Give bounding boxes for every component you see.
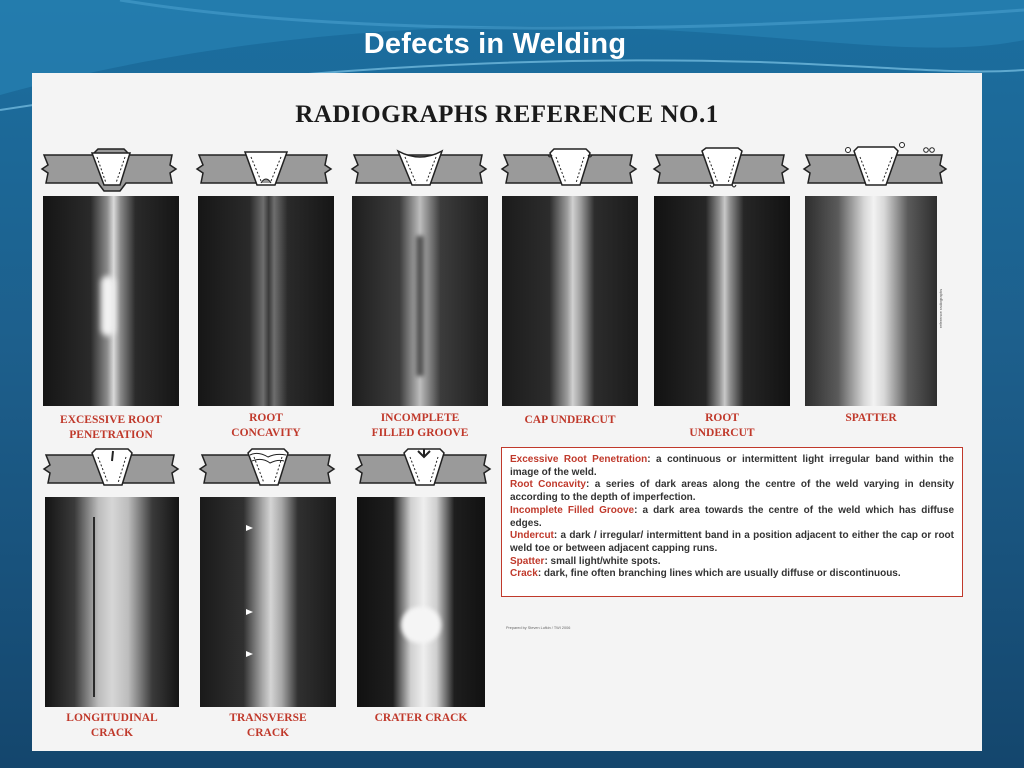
- caption-crater-crack: CRATER CRACK: [357, 711, 485, 726]
- arrow-marker-icon: [246, 525, 253, 531]
- definition-term: Crack: [510, 568, 538, 580]
- caption-line: CRATER CRACK: [374, 712, 468, 724]
- cap-undercut-radiograph: [502, 196, 638, 406]
- slide-title: Defects in Welding: [363, 28, 627, 60]
- definition-term: Excessive Root Penetration: [510, 454, 648, 465]
- transverse-crack-radiograph: [200, 497, 336, 707]
- transverse-crack-diagram: [198, 448, 336, 486]
- caption-line: UNDERCUT: [689, 427, 755, 439]
- definition-term: Root Concavity: [510, 479, 586, 491]
- cap-undercut-diagram: [500, 148, 638, 186]
- longitudinal-crack-radiograph: [45, 497, 179, 707]
- caption-line: EXCESSIVE ROOT: [60, 414, 162, 426]
- caption-root-concavity: ROOT CONCAVITY: [198, 411, 334, 441]
- caption-line: ROOT: [249, 412, 283, 424]
- crater-crack-diagram: [354, 448, 492, 486]
- caption-line: TRANSVERSE: [229, 712, 307, 724]
- caption-incomplete-filled-groove: INCOMPLETE FILLED GROOVE: [352, 411, 488, 441]
- definition-text: : a continuous or intermittent light irr…: [510, 454, 954, 478]
- root-concavity-radiograph: [198, 196, 334, 406]
- definition-root-concavity: Root Concavity: a series of dark areas a…: [510, 479, 954, 504]
- definition-undercut: Undercut: a dark / irregular/ intermitte…: [510, 530, 954, 555]
- longitudinal-crack-diagram: [42, 448, 180, 486]
- caption-cap-undercut: CAP UNDERCUT: [502, 413, 638, 428]
- caption-transverse-crack: TRANSVERSE CRACK: [200, 711, 336, 741]
- caption-root-undercut: ROOT UNDERCUT: [654, 411, 790, 441]
- root-undercut-radiograph: [654, 196, 790, 406]
- spatter-diagram: [802, 142, 948, 186]
- arrow-marker-icon: [246, 609, 253, 615]
- caption-line: LONGITUDINAL: [66, 712, 158, 724]
- caption-line: INCOMPLETE: [380, 412, 460, 424]
- definitions-box: Excessive Root Penetration: a continuous…: [501, 447, 963, 597]
- definition-text: : a dark area towards the centre of the …: [510, 504, 955, 529]
- definition-term: Undercut: [510, 530, 554, 542]
- arrow-marker-icon: [246, 651, 253, 657]
- caption-longitudinal-crack: LONGITUDINAL CRACK: [45, 711, 179, 741]
- side-note: reference radiographs: [938, 288, 943, 328]
- reference-panel: RADIOGRAPHS REFERENCE NO.1: [32, 73, 982, 751]
- definition-text: : a series of dark areas along the centr…: [510, 479, 955, 504]
- caption-line: CONCAVITY: [231, 427, 301, 439]
- definition-spatter: Spatter: small light/white spots.: [510, 556, 954, 569]
- reference-heading: RADIOGRAPHS REFERENCE NO.1: [295, 101, 719, 128]
- credit-text: Prepared by Steven Lufkin / TWI 2006: [506, 626, 571, 630]
- definition-term: Incomplete Filled Groove: [510, 504, 635, 516]
- definition-term: Spatter: [510, 555, 545, 567]
- excessive-root-penetration-radiograph: [43, 196, 179, 406]
- definition-text: : small light/white spots.: [544, 555, 661, 567]
- definition-text: : a dark / irregular/ intermittent band …: [510, 530, 954, 554]
- definition-text: : dark, fine often branching lines which…: [537, 568, 901, 580]
- caption-line: CRACK: [246, 727, 290, 739]
- definition-excessive-root-penetration: Excessive Root Penetration: a continuous…: [510, 454, 954, 479]
- definition-crack: Crack: dark, fine often branching lines …: [510, 568, 954, 581]
- caption-line: PENETRATION: [69, 429, 153, 441]
- caption-line: SPATTER: [845, 412, 897, 424]
- incomplete-filled-groove-diagram: [350, 149, 488, 186]
- definition-incomplete-filled-groove: Incomplete Filled Groove: a dark area to…: [510, 505, 954, 530]
- incomplete-filled-groove-radiograph: [352, 196, 488, 406]
- root-concavity-diagram: [195, 151, 333, 186]
- root-undercut-diagram: [652, 147, 790, 188]
- caption-line: CAP UNDERCUT: [524, 414, 616, 426]
- caption-line: CRACK: [90, 727, 134, 739]
- caption-spatter: SPATTER: [805, 411, 937, 426]
- spatter-radiograph: [805, 196, 937, 406]
- excessive-root-penetration-diagram: [40, 148, 178, 192]
- caption-line: FILLED GROOVE: [371, 427, 469, 439]
- caption-excessive-root-penetration: EXCESSIVE ROOT PENETRATION: [43, 413, 179, 443]
- crater-crack-radiograph: [357, 497, 485, 707]
- caption-line: ROOT: [705, 412, 739, 424]
